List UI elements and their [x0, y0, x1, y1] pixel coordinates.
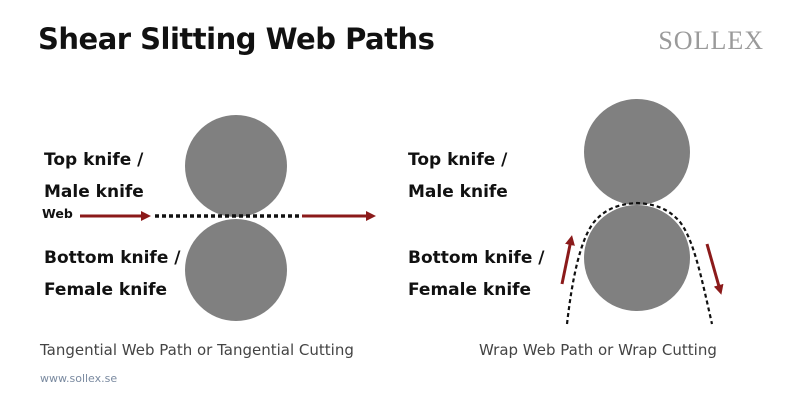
left-top-knife-line1: Top knife / — [44, 150, 144, 170]
right-web-path — [565, 201, 714, 325]
right-caption: Wrap Web Path or Wrap Cutting — [479, 341, 717, 359]
right-bottom-knife-label: Bottom knife / Female knife — [408, 242, 545, 306]
page-title: Shear Slitting Web Paths — [38, 22, 435, 56]
sollex-logo: SOLLEX — [658, 26, 764, 55]
footer-url[interactable]: www.sollex.se — [40, 372, 118, 385]
left-bottom-knife-label: Bottom knife / Female knife — [44, 242, 181, 306]
right-web-arrow-up — [560, 235, 575, 285]
right-top-knife-line1: Top knife / — [408, 150, 508, 170]
right-bottom-knife-line1: Bottom knife / — [408, 248, 545, 268]
left-web-label: Web — [42, 206, 73, 221]
left-top-knife — [185, 115, 287, 217]
right-top-knife-label: Top knife / Male knife — [408, 144, 508, 208]
left-bottom-knife-line2: Female knife — [44, 280, 168, 300]
right-top-knife-line2: Male knife — [408, 182, 508, 202]
left-bottom-knife — [185, 219, 287, 321]
right-bottom-knife-line2: Female knife — [408, 280, 532, 300]
left-top-knife-line2: Male knife — [44, 182, 144, 202]
right-bottom-knife — [584, 205, 690, 311]
left-bottom-knife-line1: Bottom knife / — [44, 248, 181, 268]
right-web-arrow-down — [705, 243, 724, 295]
right-top-knife — [584, 99, 690, 205]
left-top-knife-label: Top knife / Male knife — [44, 144, 144, 208]
left-caption: Tangential Web Path or Tangential Cuttin… — [40, 341, 354, 359]
